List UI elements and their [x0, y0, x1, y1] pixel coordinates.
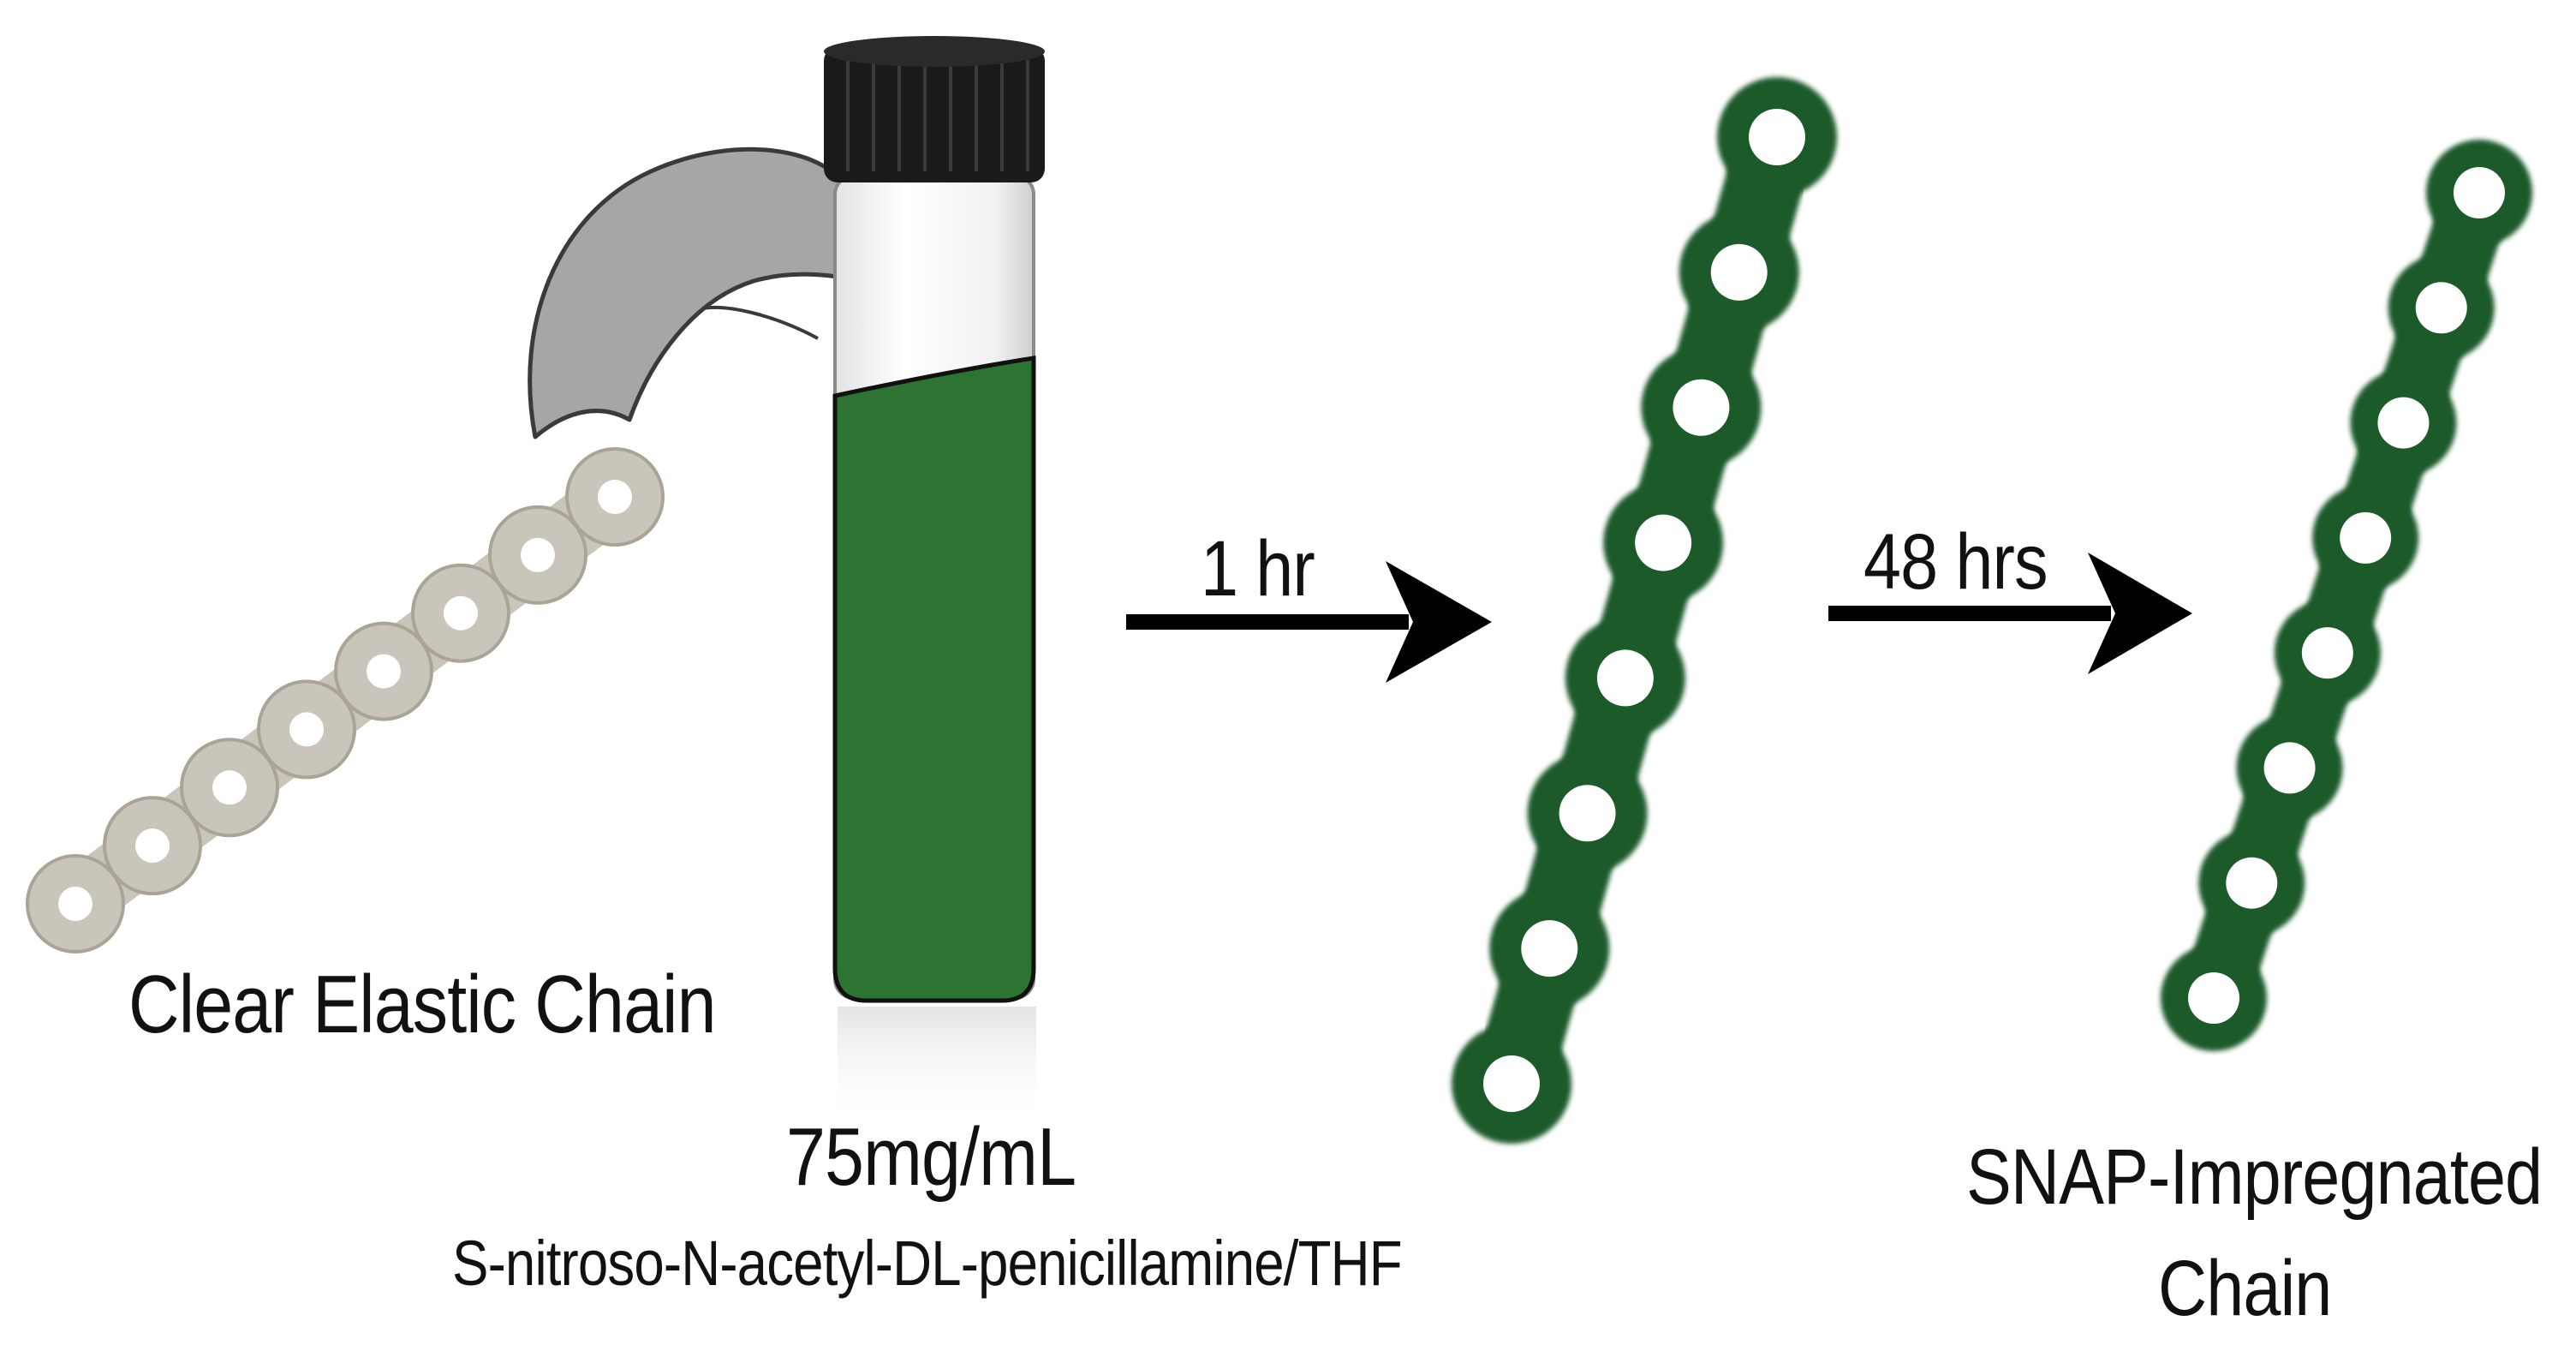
process-arrow-icon: [1126, 561, 1492, 683]
chain-hole: [135, 828, 170, 864]
chain-hole: [2263, 742, 2316, 794]
chain-hole: [1559, 785, 1616, 842]
chain-hole: [367, 654, 401, 689]
chain-hole: [1635, 514, 1692, 571]
chain-hole: [2301, 627, 2353, 679]
green-chain-icon: [2161, 140, 2532, 1051]
chain-hole: [2415, 282, 2467, 334]
concentration-label: 75mg/mL: [786, 1111, 1076, 1203]
chain-hole: [1483, 1055, 1540, 1112]
green-chain-icon: [1452, 77, 1837, 1144]
chain-hole: [2226, 857, 2278, 909]
step2-time-label: 48 hrs: [1863, 518, 2048, 606]
chain-hole: [212, 770, 247, 805]
chain-hole: [1596, 649, 1654, 707]
chain-hole: [289, 712, 324, 747]
clear-chain-label: Clear Elastic Chain: [128, 959, 717, 1050]
chain-hole: [2340, 511, 2392, 564]
result-label-line2: Chain: [2158, 1245, 2332, 1332]
chain-hole: [2454, 167, 2505, 218]
step1-time-label: 1 hr: [1201, 525, 1315, 613]
chain-hole: [1749, 109, 1805, 165]
chain-hole: [1710, 243, 1768, 301]
chain-hole: [1521, 920, 1578, 977]
result-label-line1: SNAP-Impregnated: [1966, 1133, 2543, 1221]
chain-hole: [58, 887, 92, 921]
chain-hole: [2377, 397, 2430, 449]
chemical-name-label: S-nitroso-N-acetyl-DL-penicillamine/THF: [452, 1228, 1403, 1299]
chain-hole: [598, 480, 632, 514]
chain-hole: [1673, 379, 1730, 436]
vial-icon: [824, 36, 1045, 1127]
process-arrow-icon: [1828, 553, 2192, 674]
chain-hole: [521, 537, 555, 572]
chain-hole: [2188, 972, 2239, 1024]
clear-elastic-chain-icon: [26, 447, 665, 953]
chain-hole: [444, 595, 478, 631]
